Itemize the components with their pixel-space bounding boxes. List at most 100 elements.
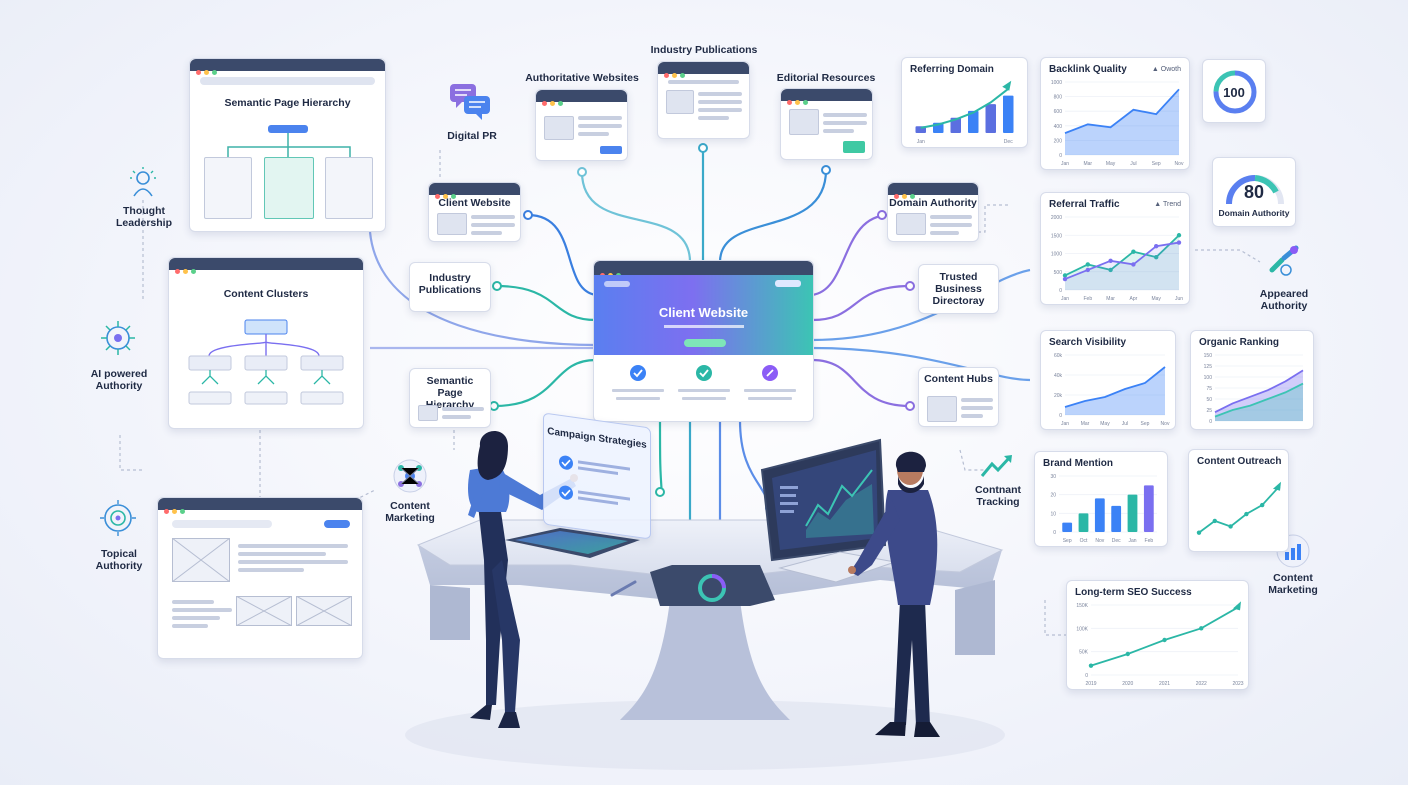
- series-2-line: [1064, 241, 1180, 280]
- bar-mark: [950, 117, 961, 133]
- x-tick-label: May: [1106, 161, 1116, 167]
- bar-mark: [1003, 95, 1014, 133]
- industry-publications-card: [657, 61, 750, 139]
- score-100-card: 100: [1202, 59, 1266, 123]
- y-tick-label: 30: [1050, 474, 1056, 480]
- bar-mark: [985, 104, 996, 133]
- authority-gauge: [1226, 175, 1284, 205]
- y-tick-label: 75: [1206, 386, 1212, 392]
- y-tick-label: 1000: [1051, 80, 1062, 86]
- data-point: [1085, 262, 1090, 267]
- data-point: [1062, 273, 1068, 278]
- data-point: [1125, 651, 1130, 657]
- chart-plot: [1196, 481, 1281, 535]
- domain-authority-score-label: Domain Authority: [1218, 208, 1290, 218]
- target-icon: [100, 500, 136, 536]
- data-point: [1176, 233, 1182, 238]
- domain-authority-score-card: 80 Domain Authority: [1212, 157, 1296, 227]
- window-bar: [190, 59, 385, 75]
- series-2-area: [1065, 242, 1179, 290]
- y-tick-label: 0: [1209, 419, 1212, 425]
- contnant-tracking-label: Contnant Tracking: [974, 484, 1022, 508]
- y-tick-label: 0: [1053, 530, 1056, 536]
- x-tick-label: Jan: [1061, 421, 1069, 427]
- y-tick-label: 1000: [1051, 252, 1062, 258]
- x-tick-label: Nov: [1175, 161, 1184, 167]
- x-tick-label: Nov: [1161, 421, 1170, 427]
- bar-mark: [1111, 505, 1122, 532]
- trend-arrow-icon: [980, 455, 1012, 477]
- ai-authority-label: AI powered Authority: [90, 368, 148, 392]
- trend-arrow: [1233, 601, 1241, 611]
- x-tick-label: Jul: [1122, 421, 1128, 427]
- semantic-hierarchy-title: Semantic Page Hierarchy: [224, 97, 351, 109]
- series-line: [1214, 369, 1304, 414]
- data-point: [1196, 530, 1202, 535]
- bar-mark: [1062, 522, 1073, 532]
- x-tick-label: Jul: [1130, 161, 1136, 167]
- y-tick-label: 1500: [1051, 233, 1062, 239]
- domain-authority-score: 80: [1243, 182, 1265, 202]
- x-tick-label: Mar: [1106, 296, 1115, 302]
- x-tick-label: Jan: [917, 139, 925, 145]
- cluster-tree: [188, 319, 344, 405]
- x-tick-label: 2019: [1085, 681, 1096, 687]
- series-line: [1064, 88, 1180, 134]
- thought-leadership-label: Thought Leadership: [115, 205, 173, 229]
- x-tick-label: Mar: [1083, 161, 1092, 167]
- content-outreach-card: Content Outreach: [1188, 449, 1289, 552]
- industry-publications-left-card: Industry Publications: [409, 262, 491, 312]
- bar-mark: [968, 110, 979, 133]
- data-point: [1154, 254, 1159, 260]
- client-website-main-title: Client Website: [658, 305, 749, 320]
- client-website-small-title: Client Website: [438, 197, 511, 209]
- trusted-directory-label: Trusted Business Directoray: [932, 271, 985, 307]
- x-tick-label: Mar: [1081, 421, 1090, 427]
- data-point: [1088, 663, 1094, 668]
- y-tick-label: 40k: [1054, 373, 1063, 379]
- data-point: [1212, 518, 1217, 524]
- y-tick-label: 0: [1085, 673, 1088, 679]
- x-tick-label: Jan: [1061, 296, 1069, 302]
- y-tick-label: 0: [1059, 153, 1062, 159]
- content-marketing-left-label: Content Marketing: [385, 500, 435, 524]
- y-tick-label: 500: [1054, 270, 1063, 276]
- data-point: [1244, 511, 1249, 517]
- y-tick-label: 150K: [1076, 603, 1088, 609]
- x-tick-label: 2022: [1196, 681, 1207, 687]
- y-tick-label: 2000: [1051, 215, 1062, 221]
- series-area: [1065, 367, 1165, 415]
- chart-title: Referring Domain: [910, 64, 994, 75]
- woman-figure: [467, 430, 578, 728]
- series-line: [1198, 487, 1279, 534]
- x-tick-label: 2020: [1122, 681, 1133, 687]
- data-point: [1131, 249, 1136, 254]
- data-point: [1154, 244, 1159, 249]
- bar-mark: [1143, 485, 1154, 532]
- authoritative-websites-label: Authoritative Websites: [525, 72, 639, 84]
- x-tick-label: Oct: [1080, 538, 1088, 544]
- x-tick-label: May: [1151, 296, 1161, 302]
- series-1-line: [1064, 234, 1180, 277]
- x-tick-label: Dec: [1004, 139, 1013, 145]
- y-tick-label: 60k: [1054, 353, 1063, 359]
- editorial-resources-card: [780, 88, 873, 160]
- lightbulb-person-icon: [130, 167, 156, 197]
- x-tick-label: Jan: [1061, 161, 1069, 167]
- data-point: [1131, 262, 1136, 267]
- chain-link-icon: [1269, 245, 1299, 276]
- y-tick-label: 800: [1054, 95, 1063, 101]
- x-tick-label: Sep: [1063, 538, 1072, 544]
- domain-authority-card: Domain Authority: [887, 182, 979, 242]
- data-point: [1108, 267, 1113, 273]
